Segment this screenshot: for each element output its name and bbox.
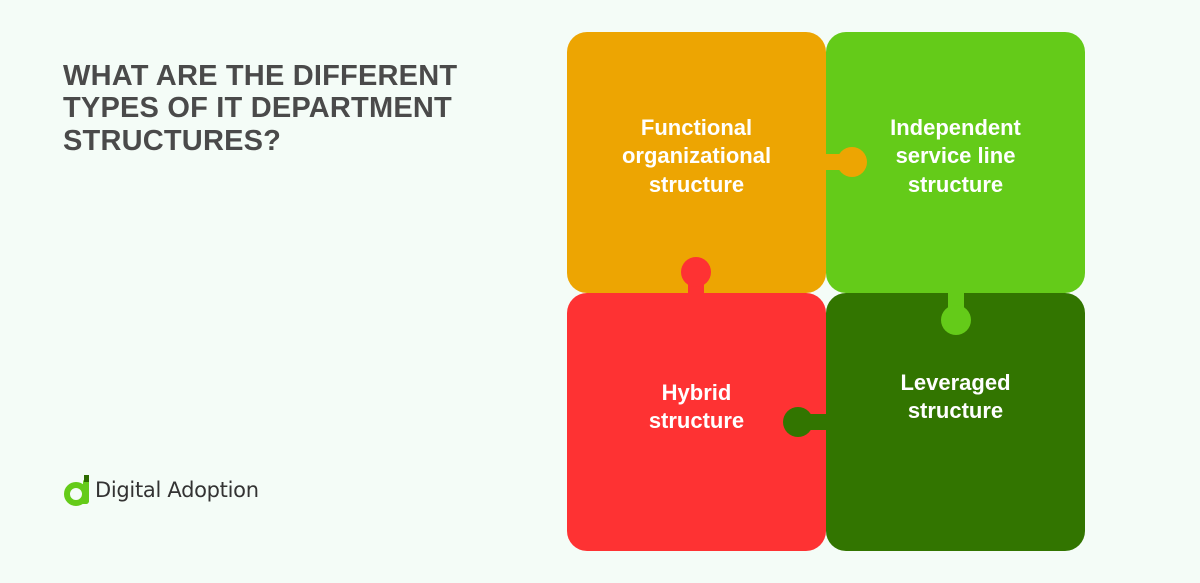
- title-line: WHAT ARE THE DIFFERENT: [63, 60, 458, 92]
- puzzle-tab-knob: [681, 257, 711, 287]
- piece-label-line: structure: [648, 171, 745, 197]
- piece-label-line: Hybrid: [661, 379, 732, 405]
- piece-label-line: Independent: [890, 115, 1021, 141]
- title-line: STRUCTURES?: [63, 124, 282, 157]
- brand-logo: Digital Adoption: [63, 470, 259, 510]
- piece-label-line: Functional: [640, 115, 753, 141]
- piece-label-line: structure: [907, 398, 1004, 423]
- digital-adoption-logo-icon: [64, 475, 89, 506]
- piece-label: Functional organizational structure: [622, 114, 771, 198]
- puzzle-tab-knob: [783, 407, 813, 437]
- piece-label: Leveraged structure: [900, 369, 1010, 425]
- piece-label-line: structure: [648, 408, 745, 433]
- piece-label-line: organizational: [621, 143, 772, 169]
- page-title: WHAT ARE THE DIFFERENT TYPES OF IT DEPAR…: [63, 60, 503, 157]
- title-line: TYPES OF IT DEPARTMENT: [63, 92, 452, 125]
- puzzle-piece-functional: Functional organizational structure: [567, 32, 826, 293]
- piece-label-line: service line: [895, 143, 1016, 169]
- puzzle-piece-hybrid: Hybrid structure: [567, 293, 826, 551]
- piece-label: Hybrid structure: [649, 379, 744, 435]
- piece-label-line: structure: [907, 171, 1004, 197]
- puzzle-tab-knob: [941, 305, 971, 335]
- piece-label-line: Leveraged: [900, 369, 1011, 395]
- puzzle-piece-leveraged: Leveraged structure: [826, 293, 1085, 551]
- piece-label: Independent service line structure: [890, 114, 1021, 198]
- brand-name: Digital Adoption: [95, 478, 259, 502]
- puzzle-tab-knob: [837, 147, 867, 177]
- puzzle-piece-independent: Independent service line structure: [826, 32, 1085, 293]
